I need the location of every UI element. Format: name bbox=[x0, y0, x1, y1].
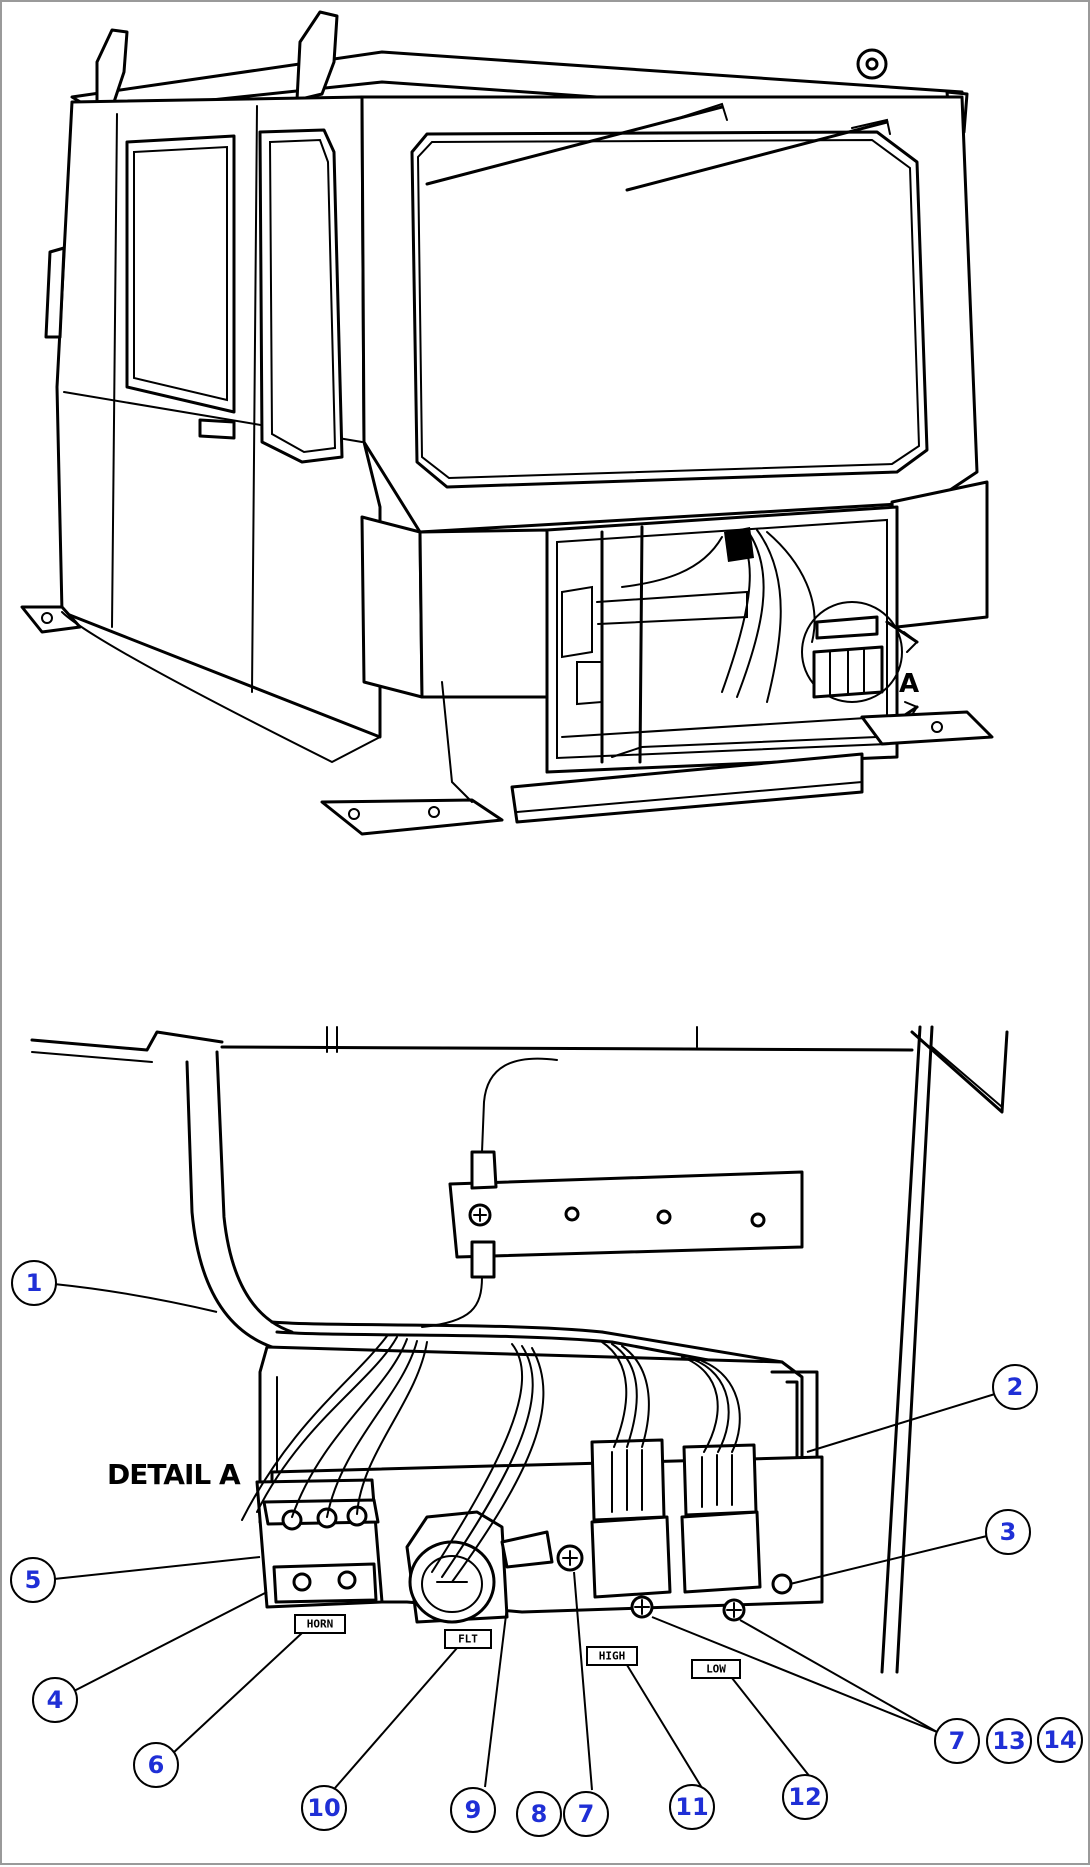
callout-7-a-number: 7 bbox=[949, 1727, 966, 1755]
callout-8: 8 bbox=[516, 1791, 562, 1837]
callout-6-number: 6 bbox=[148, 1751, 165, 1779]
callout-5: 5 bbox=[10, 1557, 56, 1603]
tag-horn-label: HORN bbox=[307, 1618, 334, 1631]
callout-2: 2 bbox=[992, 1364, 1038, 1410]
callout-13: 13 bbox=[986, 1718, 1032, 1764]
callout-4-number: 4 bbox=[47, 1686, 64, 1714]
callout-3: 3 bbox=[985, 1509, 1031, 1555]
callout-7-b: 7 bbox=[563, 1791, 609, 1837]
leader-lines bbox=[53, 1283, 996, 1791]
detail-a-label: DETAIL A bbox=[107, 1458, 241, 1491]
tag-horn: HORN bbox=[294, 1614, 346, 1634]
callout-12-number: 12 bbox=[788, 1783, 821, 1811]
callout-3-number: 3 bbox=[1000, 1518, 1017, 1546]
callout-14: 14 bbox=[1037, 1717, 1083, 1763]
callout-8-number: 8 bbox=[531, 1800, 548, 1828]
callout-9: 9 bbox=[450, 1787, 496, 1833]
callout-7-b-number: 7 bbox=[578, 1800, 595, 1828]
tag-flt-label: FLT bbox=[458, 1633, 478, 1646]
callout-1-number: 1 bbox=[26, 1269, 43, 1297]
detail-a-illustration bbox=[30, 1025, 1009, 1674]
callout-11-number: 11 bbox=[675, 1793, 708, 1821]
callout-5-number: 5 bbox=[25, 1566, 42, 1594]
callout-14-number: 14 bbox=[1043, 1726, 1076, 1754]
callout-9-number: 9 bbox=[465, 1796, 482, 1824]
cab-illustration bbox=[20, 10, 994, 836]
callout-2-number: 2 bbox=[1007, 1373, 1024, 1401]
tag-high-label: HIGH bbox=[599, 1650, 626, 1663]
callout-13-number: 13 bbox=[992, 1727, 1025, 1755]
tag-high: HIGH bbox=[586, 1646, 638, 1666]
tag-flt: FLT bbox=[444, 1629, 492, 1649]
callout-10: 10 bbox=[301, 1785, 347, 1831]
tag-low-label: LOW bbox=[706, 1663, 726, 1676]
view-a-letter: A bbox=[899, 669, 919, 699]
callout-12: 12 bbox=[782, 1774, 828, 1820]
callout-11: 11 bbox=[669, 1784, 715, 1830]
callout-6: 6 bbox=[133, 1742, 179, 1788]
tag-low: LOW bbox=[691, 1659, 741, 1679]
callout-4: 4 bbox=[32, 1677, 78, 1723]
callout-1: 1 bbox=[11, 1260, 57, 1306]
callout-10-number: 10 bbox=[307, 1794, 340, 1822]
callout-7-a: 7 bbox=[934, 1718, 980, 1764]
